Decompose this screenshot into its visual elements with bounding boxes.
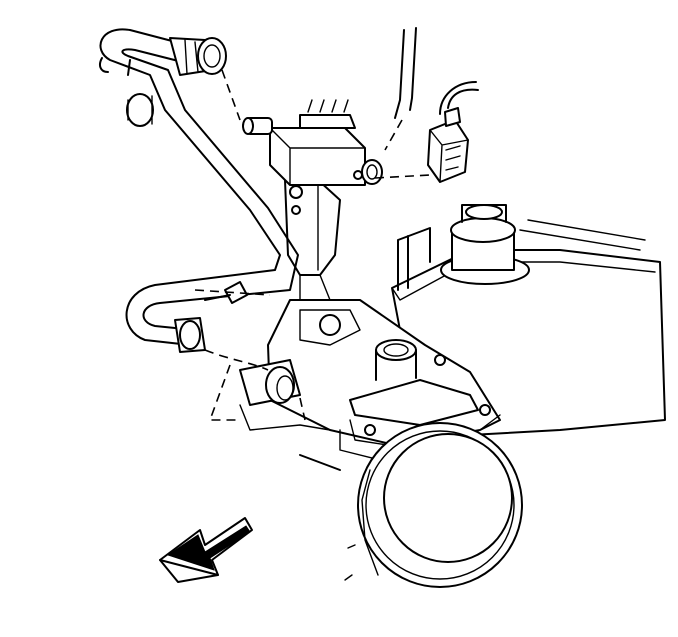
routing-dashed-lines [194, 69, 431, 421]
electrical-connector [427, 81, 479, 183]
purge-solenoid-valve [242, 99, 383, 186]
mounting-bracket [284, 179, 341, 301]
vacuum-hose-assembly [99, 27, 417, 353]
air-intake-inlet [344, 422, 523, 588]
front-direction-arrow [159, 517, 253, 583]
